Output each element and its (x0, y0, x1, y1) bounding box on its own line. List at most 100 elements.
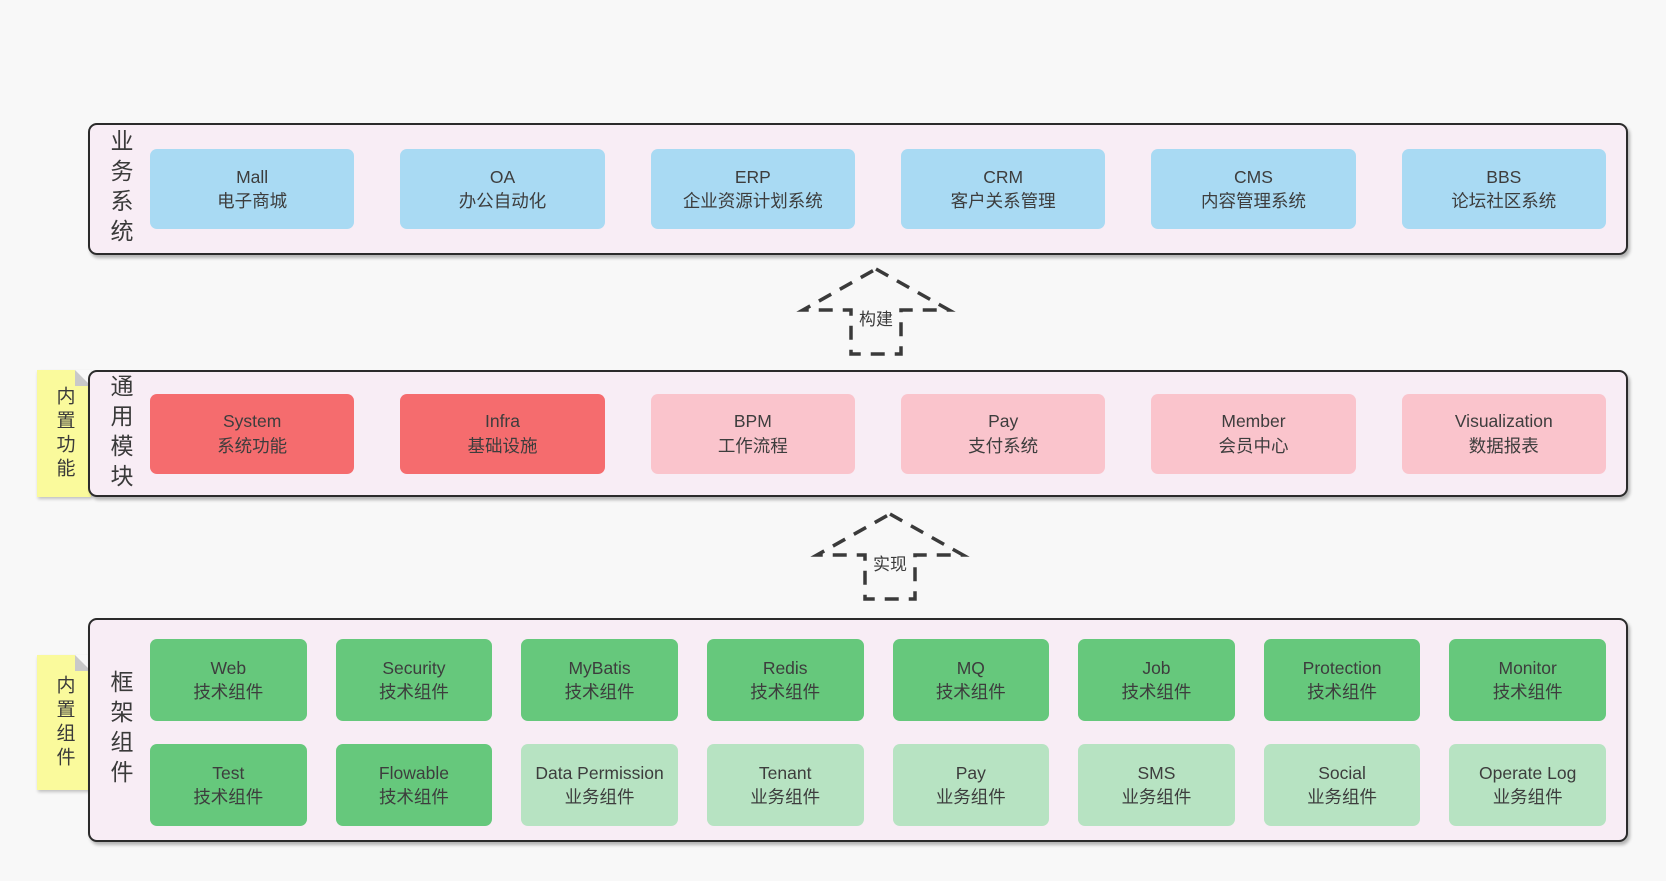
box-title: Security (382, 657, 446, 678)
box-subtitle: 工作流程 (717, 435, 788, 456)
business-systems-row: Mall 电子商城 OA 办公自动化 ERP 企业资源计划系统 CRM 客户关系… (150, 125, 1626, 253)
box-title: Infra (484, 411, 520, 432)
implement-arrow-label: 实现 (869, 548, 911, 577)
box-subtitle: 电子商城 (217, 191, 288, 211)
box-title: Social (1318, 762, 1366, 783)
box-title: Pay (988, 411, 1019, 432)
box-operate-log: Operate Log 业务组件 (1449, 744, 1606, 826)
box-subtitle: 客户关系管理 (950, 191, 1056, 211)
box-title: Data Permission (535, 762, 664, 783)
box-subtitle: 技术组件 (193, 787, 264, 807)
box-title: Job (1142, 657, 1171, 678)
implement-arrow: 实现 (810, 510, 970, 602)
box-mall: Mall 电子商城 (150, 149, 355, 229)
box-redis: Redis 技术组件 (706, 639, 864, 721)
box-member: Member 会员中心 (1151, 393, 1356, 474)
box-title: ERP (734, 166, 771, 187)
box-subtitle: 数据报表 (1468, 435, 1539, 456)
box-bbs: BBS 论坛社区系统 (1401, 149, 1606, 229)
box-title: SMS (1137, 762, 1176, 783)
framework-components-grid: Web 技术组件 Security 技术组件 MyBatis 技术组件 Redi… (150, 620, 1626, 840)
box-subtitle: 技术组件 (193, 682, 264, 702)
box-subtitle: 技术组件 (935, 682, 1006, 702)
folded-corner-icon (75, 655, 91, 671)
box-mq: MQ 技术组件 (892, 639, 1050, 721)
box-monitor: Monitor 技术组件 (1449, 639, 1606, 721)
box-pay-biz: Pay 业务组件 (892, 744, 1050, 826)
box-title: Member (1221, 411, 1286, 432)
box-sms: SMS 业务组件 (1078, 744, 1235, 826)
box-infra: Infra 基础设施 (400, 393, 605, 474)
build-arrow: 构建 (796, 265, 956, 357)
box-security: Security 技术组件 (335, 639, 493, 721)
box-title: Flowable (378, 762, 449, 783)
box-subtitle: 业务组件 (1121, 787, 1192, 807)
box-subtitle: 技术组件 (378, 682, 449, 702)
box-web: Web 技术组件 (150, 639, 307, 721)
sticky-note-builtin-components: 内置组件 (37, 655, 91, 790)
box-title: Tenant (758, 762, 812, 783)
box-title: Web (210, 657, 247, 678)
box-title: MQ (956, 657, 985, 678)
box-subtitle: 业务组件 (1307, 787, 1378, 807)
box-subtitle: 基础设施 (467, 435, 538, 456)
box-title: System (222, 411, 282, 432)
box-oa: OA 办公自动化 (400, 149, 605, 229)
layer-label-business: 业务系统 (90, 125, 150, 253)
box-title: Test (212, 762, 245, 783)
business-systems-layer: 业务系统 Mall 电子商城 OA 办公自动化 ERP 企业资源计划系统 CRM… (88, 123, 1628, 255)
box-subtitle: 办公自动化 (458, 191, 547, 211)
box-subtitle: 技术组件 (564, 682, 635, 702)
layer-label-text: 框架组件 (107, 670, 133, 790)
box-subtitle: 技术组件 (1492, 682, 1563, 702)
box-title: CMS (1234, 166, 1273, 187)
layer-label-components: 框架组件 (90, 620, 150, 840)
box-subtitle: 系统功能 (217, 435, 288, 456)
box-social: Social 业务组件 (1263, 744, 1421, 826)
box-subtitle: 业务组件 (564, 787, 635, 807)
box-erp: ERP 企业资源计划系统 (650, 149, 855, 229)
sticky-note-label: 内置功能 (53, 385, 75, 482)
common-modules-layer: 通用模块 System 系统功能 Infra 基础设施 BPM 工作流程 Pay… (88, 370, 1628, 497)
box-title: BBS (1486, 166, 1522, 187)
up-arrow-icon (796, 266, 956, 356)
box-title: Pay (955, 762, 986, 783)
box-tenant: Tenant 业务组件 (706, 744, 864, 826)
box-mybatis: MyBatis 技术组件 (521, 639, 678, 721)
box-crm: CRM 客户关系管理 (900, 149, 1106, 229)
box-title: Visualization (1454, 411, 1553, 432)
box-subtitle: 会员中心 (1218, 435, 1289, 456)
box-title: Monitor (1498, 657, 1557, 678)
box-title: Redis (762, 657, 808, 678)
box-subtitle: 论坛社区系统 (1451, 191, 1557, 211)
box-subtitle: 业务组件 (935, 787, 1006, 807)
box-title: BPM (733, 411, 772, 432)
box-subtitle: 技术组件 (1121, 682, 1192, 702)
box-job: Job 技术组件 (1078, 639, 1235, 721)
framework-components-layer: 框架组件 Web 技术组件 Security 技术组件 MyBatis 技术组件… (88, 618, 1628, 842)
box-subtitle: 企业资源计划系统 (682, 191, 823, 211)
up-arrow-icon (810, 511, 970, 601)
folded-corner-icon (75, 370, 91, 386)
build-arrow-label: 构建 (855, 303, 897, 332)
box-subtitle: 技术组件 (750, 682, 821, 702)
box-protection: Protection 技术组件 (1263, 639, 1421, 721)
box-subtitle: 支付系统 (968, 435, 1039, 456)
box-visualization: Visualization 数据报表 (1401, 393, 1606, 474)
layer-label-text: 通用模块 (107, 373, 133, 494)
box-subtitle: 技术组件 (378, 787, 449, 807)
box-subtitle: 业务组件 (750, 787, 821, 807)
box-title: OA (489, 166, 516, 187)
common-modules-row: System 系统功能 Infra 基础设施 BPM 工作流程 Pay 支付系统… (150, 372, 1626, 495)
box-subtitle: 业务组件 (1492, 787, 1563, 807)
box-data-permission: Data Permission 业务组件 (521, 744, 678, 826)
layer-label-text: 业务系统 (107, 129, 133, 249)
box-flowable: Flowable 技术组件 (335, 744, 493, 826)
box-subtitle: 技术组件 (1307, 682, 1378, 702)
sticky-note-builtin-features: 内置功能 (37, 370, 91, 497)
box-title: Mall (236, 166, 269, 187)
box-title: MyBatis (568, 657, 631, 678)
box-pay: Pay 支付系统 (900, 393, 1106, 474)
box-system: System 系统功能 (150, 393, 355, 474)
